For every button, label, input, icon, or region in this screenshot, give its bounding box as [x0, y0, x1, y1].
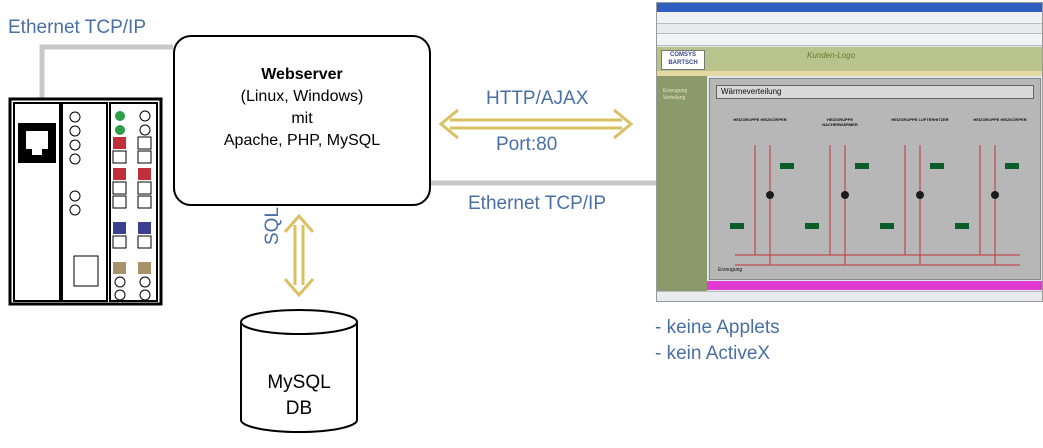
webserver-os: (Linux, Windows) — [240, 88, 364, 105]
browser-status-bar — [657, 291, 1042, 301]
app-sidebar: Erzeugung Verteilung — [657, 76, 707, 301]
browser-menu-bar — [657, 24, 1042, 34]
note-no-activex: - kein ActiveX — [655, 343, 771, 364]
heating-group-4: HEIZGRUPPE HEIZKÖRPER — [973, 117, 1027, 122]
heating-group-2: HEIZGRUPPE NACHERWÄRMER — [822, 117, 858, 127]
sql-label: SQL — [262, 206, 283, 245]
heating-group-labels: HEIZGRUPPE HEIZKÖRPER HEIZGRUPPE NACHERW… — [730, 117, 1030, 127]
erzeugung-label: Erzeugung — [718, 267, 743, 273]
http-ajax-label: HTTP/AJAX — [486, 88, 589, 109]
heating-group-3: HEIZGRUPPE LUFTERHITZER — [891, 117, 949, 122]
notes-list: - keine Applets - kein ActiveX — [655, 315, 780, 367]
ethernet-label-top: Ethernet TCP/IP — [8, 17, 146, 38]
plc-controller-icon — [8, 97, 163, 306]
app-nav-bar — [657, 71, 1042, 76]
ethernet-label-bottom: Ethernet TCP/IP — [468, 193, 606, 214]
browser-tab-bar — [657, 34, 1042, 46]
scada-panel-title: Wärmeverteilung — [716, 85, 1034, 99]
app-status-strip — [707, 281, 1042, 290]
database-label: MySQL DB — [241, 370, 357, 422]
scada-schematic — [730, 145, 1020, 266]
sidebar-item-verteilung[interactable]: Verteilung — [663, 95, 686, 101]
browser-titlebar — [657, 3, 1042, 12]
webserver-title: Webserver — [261, 66, 343, 83]
sidebar-item-erzeugung[interactable]: Erzeugung — [663, 88, 688, 94]
webserver-box: Webserver (Linux, Windows) mit Apache, P… — [173, 35, 431, 206]
customer-logo: Kunden-Logo — [807, 51, 856, 60]
database-cylinder-icon — [240, 309, 358, 433]
heating-group-1: HEIZGRUPPE HEIZKÖRPER — [733, 117, 787, 122]
browser-address-bar — [657, 12, 1042, 24]
webserver-stack: Apache, PHP, MySQL — [223, 132, 381, 149]
http-double-arrow — [438, 108, 634, 140]
scada-panel: Wärmeverteilung HEIZ — [709, 78, 1041, 280]
database-label-line1: MySQL — [267, 372, 331, 393]
webserver-mit: mit — [291, 110, 313, 127]
ethernet-wire-left — [39, 44, 173, 100]
port-label: Port:80 — [496, 134, 558, 155]
note-no-applets: - keine Applets — [655, 317, 780, 338]
database-label-line2: DB — [285, 398, 313, 419]
sql-double-arrow — [283, 213, 315, 298]
